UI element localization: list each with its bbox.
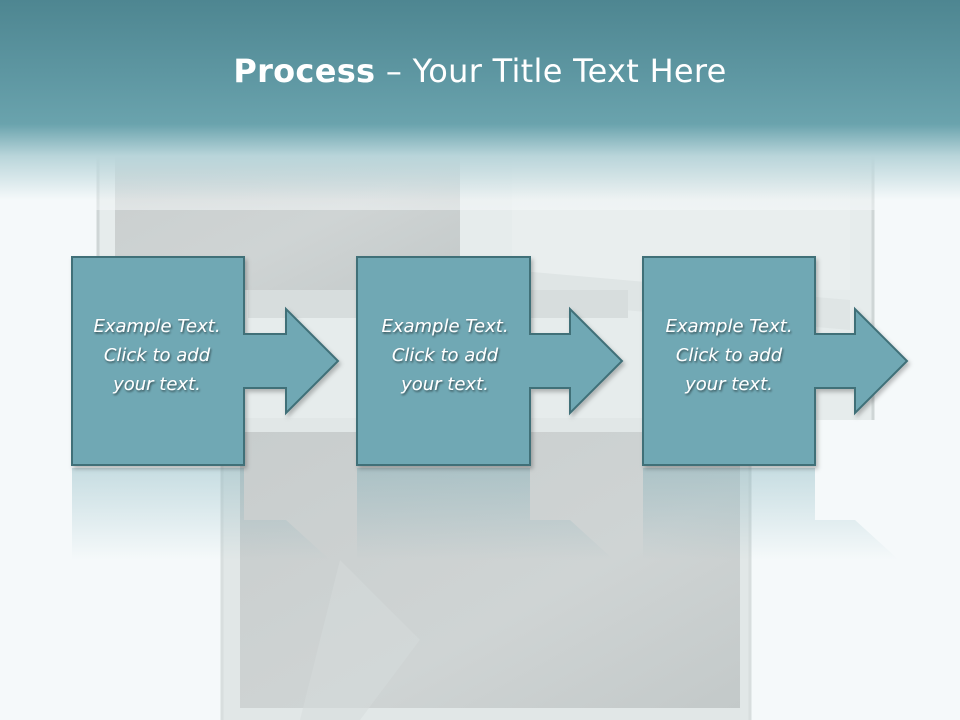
step-3-arrow-shape: [642, 256, 909, 466]
step-2-text-line-1: Example Text.: [381, 316, 508, 337]
process-step-1[interactable]: Example Text. Click to add your text.: [71, 256, 340, 560]
step-3-text-line-1: Example Text.: [665, 316, 792, 337]
title-area: Process – Your Title Text Here: [0, 0, 960, 200]
title-bar: [0, 0, 960, 200]
step-1-reflection: [72, 468, 330, 560]
step-1-arrow-shape: [71, 256, 340, 466]
step-2-text-line-2: Click to add: [392, 345, 499, 366]
step-2-reflection: [357, 468, 614, 560]
step-3-reflection: [643, 468, 899, 560]
step-2-arrow-shape: [356, 256, 624, 466]
slide-title[interactable]: Process – Your Title Text Here: [0, 52, 960, 90]
process-step-2[interactable]: Example Text. Click to add your text.: [356, 256, 624, 560]
process-step-3[interactable]: Example Text. Click to add your text.: [642, 256, 909, 560]
step-2-text-line-3: your text.: [400, 374, 489, 395]
slide-title-bold: Process: [233, 52, 376, 90]
step-1-text-line-2: Click to add: [104, 345, 211, 366]
step-1-text-line-1: Example Text.: [93, 316, 220, 337]
step-3-text-line-2: Click to add: [676, 345, 783, 366]
slide-title-rest: – Your Title Text Here: [375, 52, 727, 90]
step-3-text-line-3: your text.: [684, 374, 773, 395]
step-1-text-line-3: your text.: [112, 374, 201, 395]
